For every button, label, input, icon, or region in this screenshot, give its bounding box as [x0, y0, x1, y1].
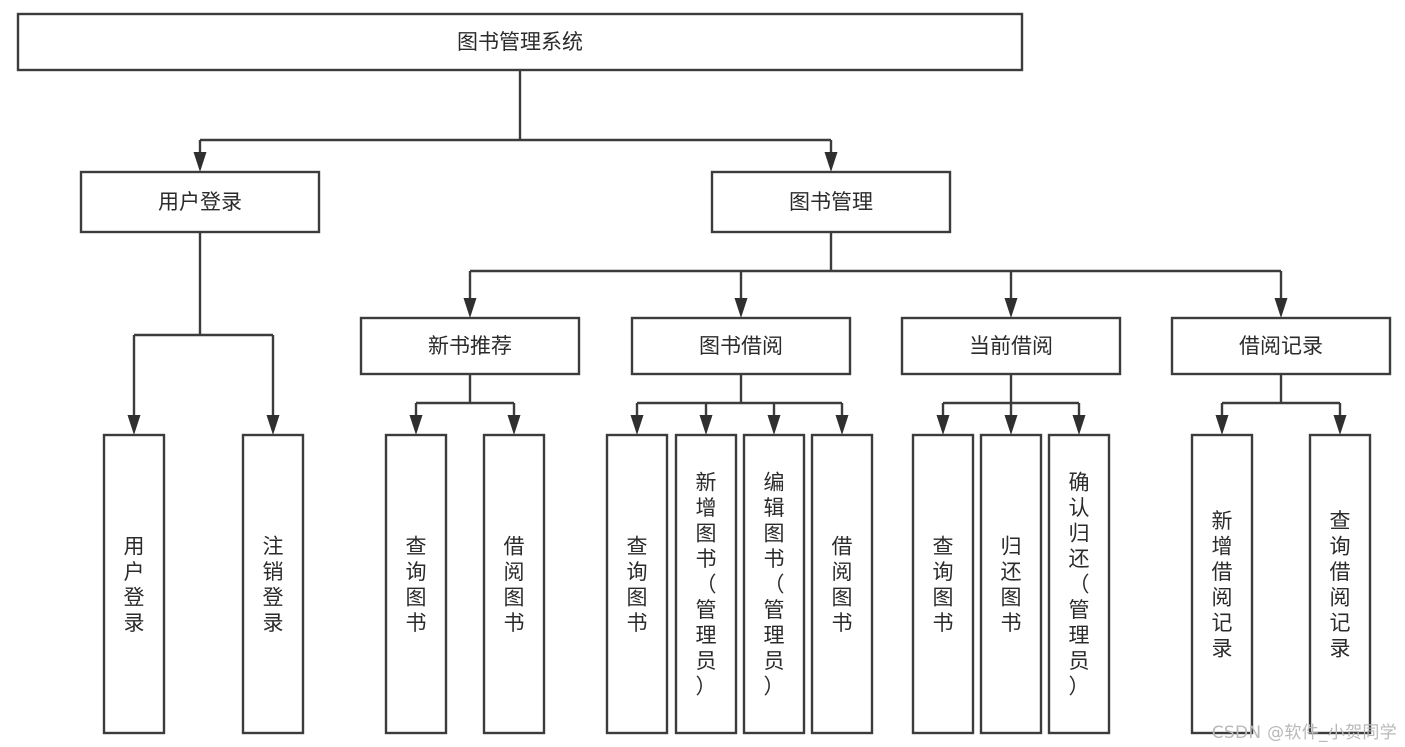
- node-label: 编辑图书（管理员）: [764, 471, 785, 699]
- node-book-manage[interactable]: 图书管理: [710, 170, 952, 234]
- node-label: 图书管理: [789, 190, 873, 214]
- node-leaf-confirm-return[interactable]: 确认归还（管理员）: [1047, 433, 1111, 735]
- node-new-book-recommend[interactable]: 新书推荐: [359, 316, 581, 376]
- node-leaf-query-book-2[interactable]: 查询图书: [605, 433, 669, 735]
- connector-edge-newbook-bus: [409, 374, 521, 435]
- node-label: 新增图书（管理员）: [696, 471, 717, 699]
- node-book-borrow[interactable]: 图书借阅: [630, 316, 852, 376]
- node-leaf-logout[interactable]: 注销登录: [241, 433, 305, 735]
- node-leaf-user-login[interactable]: 用户登录: [102, 433, 166, 735]
- connector-edge-root-bus: [193, 70, 838, 172]
- node-label: 查询图书: [627, 534, 648, 635]
- node-label: 新书推荐: [428, 334, 512, 358]
- node-current-borrow[interactable]: 当前借阅: [900, 316, 1122, 376]
- connector-edge-borrowrecord-bus: [1215, 374, 1347, 435]
- node-root[interactable]: 图书管理系统: [16, 12, 1024, 72]
- csdn-watermark: CSDN @软件_小贺同学: [1211, 723, 1397, 743]
- node-leaf-return-book[interactable]: 归还图书: [979, 433, 1043, 735]
- node-label: 查询图书: [933, 534, 954, 635]
- node-label: 查询借阅记录: [1330, 509, 1351, 661]
- node-label: 注销登录: [263, 534, 284, 635]
- connector-edge-bookmanage-bus: [463, 232, 1288, 318]
- node-label: 图书管理系统: [457, 30, 583, 54]
- node-borrow-record[interactable]: 借阅记录: [1170, 316, 1392, 376]
- node-leaf-edit-book[interactable]: 编辑图书（管理员）: [742, 433, 806, 735]
- node-leaf-query-record[interactable]: 查询借阅记录: [1308, 433, 1372, 735]
- node-label: 确认归还（管理员）: [1069, 471, 1090, 699]
- node-leaf-borrow-book-1[interactable]: 借阅图书: [482, 433, 546, 735]
- node-user-login[interactable]: 用户登录: [79, 170, 321, 234]
- node-leaf-add-book[interactable]: 新增图书（管理员）: [674, 433, 738, 735]
- node-leaf-query-book-1[interactable]: 查询图书: [384, 433, 448, 735]
- connector-edge-userlogin-bus: [127, 232, 280, 435]
- node-label: 借阅记录: [1239, 334, 1323, 358]
- node-label: 用户登录: [158, 190, 242, 214]
- node-label: 用户登录: [124, 534, 145, 635]
- node-leaf-add-record[interactable]: 新增借阅记录: [1190, 433, 1254, 735]
- node-label: 借阅图书: [504, 534, 525, 635]
- node-leaf-query-book-3[interactable]: 查询图书: [911, 433, 975, 735]
- node-label: 当前借阅: [969, 334, 1053, 358]
- node-label: 归还图书: [1001, 534, 1022, 635]
- node-label: 图书借阅: [699, 334, 783, 358]
- node-label: 查询图书: [406, 534, 427, 635]
- node-label: 新增借阅记录: [1212, 509, 1233, 661]
- node-leaf-borrow-book-2[interactable]: 借阅图书: [810, 433, 874, 735]
- connector-edge-bookborrow-bus: [630, 374, 849, 435]
- connector-edge-currentborrow-bus: [936, 374, 1086, 435]
- node-label: 借阅图书: [832, 534, 853, 635]
